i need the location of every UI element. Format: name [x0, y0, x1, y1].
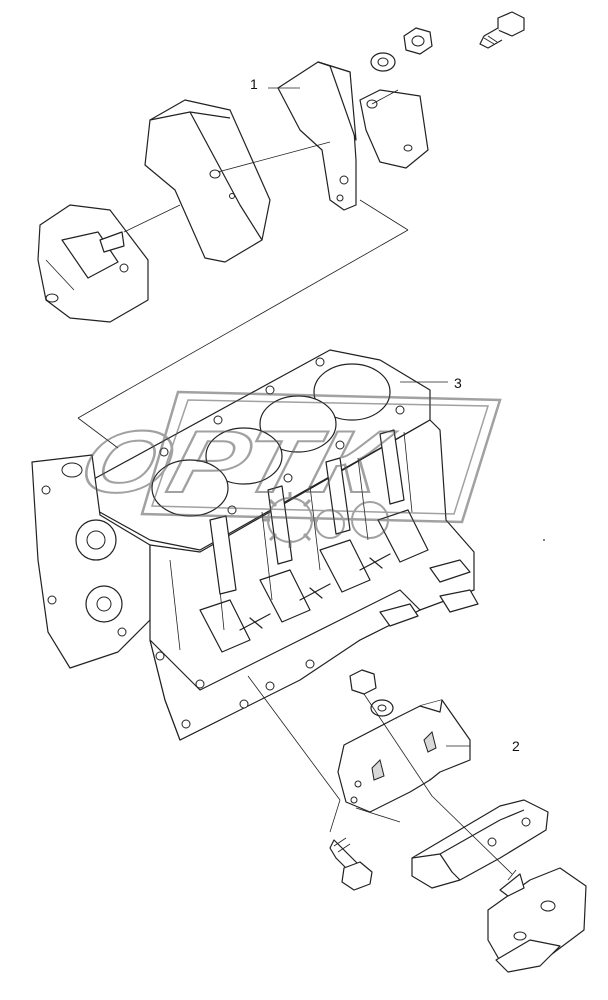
watermark-logo: ОРТК	[70, 390, 502, 548]
lower-washer	[370, 699, 394, 717]
callout-2: 2	[512, 738, 520, 754]
lower-bolt	[329, 837, 373, 891]
mount-bracket-upper	[277, 61, 429, 211]
rubber-mount-lower	[411, 799, 549, 889]
callout-1: 1	[250, 76, 258, 92]
stray-dot	[543, 539, 545, 541]
top-washer	[370, 52, 396, 72]
top-nut	[403, 27, 433, 55]
assembly-lines-bottom	[247, 675, 513, 875]
rubber-mount-block	[144, 99, 271, 263]
top-bolt	[479, 11, 525, 49]
engine-support-lower	[487, 867, 587, 973]
mount-bracket-lower	[337, 699, 471, 813]
watermark-gear-icon	[262, 492, 389, 548]
engine-support-left	[37, 204, 149, 323]
lower-nut	[349, 669, 377, 695]
watermark-text: ОРТК	[71, 412, 403, 510]
assembly-lines-top	[77, 87, 409, 449]
callout-3: 3	[454, 375, 462, 391]
engine-block	[31, 349, 479, 741]
